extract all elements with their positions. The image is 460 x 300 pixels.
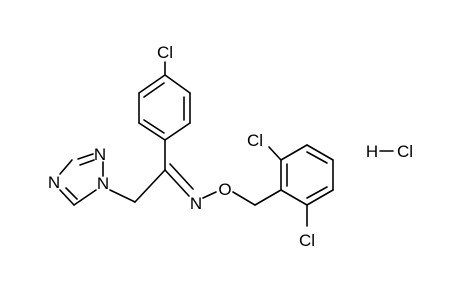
bond-tz-n2-c3-b [79,159,95,166]
bond-ring2-f [280,189,308,206]
atom-cl-ortho-top: Cl [247,131,263,150]
atom-n-oxime: N [190,194,202,213]
bond-n-o [202,191,217,199]
bond-ring2-c-inner [306,151,328,164]
atom-n-triazole-1: N [97,174,109,193]
bond-ring2-c [306,144,334,161]
bond-tz-c5-n1 [73,189,97,206]
atom-labels: Cl N N N N O Cl Cl H Cl [48,43,413,250]
bond-cimine-ch2 [134,169,166,203]
bond-ring1-c-inner [143,119,165,134]
bond-ring1-d [164,122,191,141]
bond-tz-n4-c5-a [59,189,75,206]
bond-c-cl-ortho-top [268,146,282,161]
atom-cl-ortho-bottom: Cl [299,231,315,250]
bond-tz-n2-c3-a [77,153,94,160]
bond-ring1-c [138,122,166,141]
bond-ring1-f [164,74,191,94]
bond-tz-n4-c5-b [65,187,78,200]
bonds [59,61,394,227]
bond-c-n-oxime-2 [169,163,194,190]
bond-c-n-oxime-1 [164,169,190,197]
atom-o-ether: O [218,180,231,199]
bond-o-ch2 [232,191,256,206]
bond-ch2-ring2 [254,189,282,206]
bond-ring2-e [306,189,334,206]
bond-ring2-b [280,144,308,161]
atom-h-salt: H [366,142,378,161]
bond-ring1-a-inner [143,82,165,98]
bond-tz-c3-n4 [59,159,73,175]
bond-ring1-a [138,74,166,94]
bond-ch2-ntriazole [109,189,136,203]
bond-ring2-e-inner [306,186,328,199]
atom-cl-salt: Cl [397,142,413,161]
atom-cl-para: Cl [157,43,173,62]
atom-n-triazole-4: N [48,173,60,192]
atom-n-triazole-2: N [94,145,106,164]
